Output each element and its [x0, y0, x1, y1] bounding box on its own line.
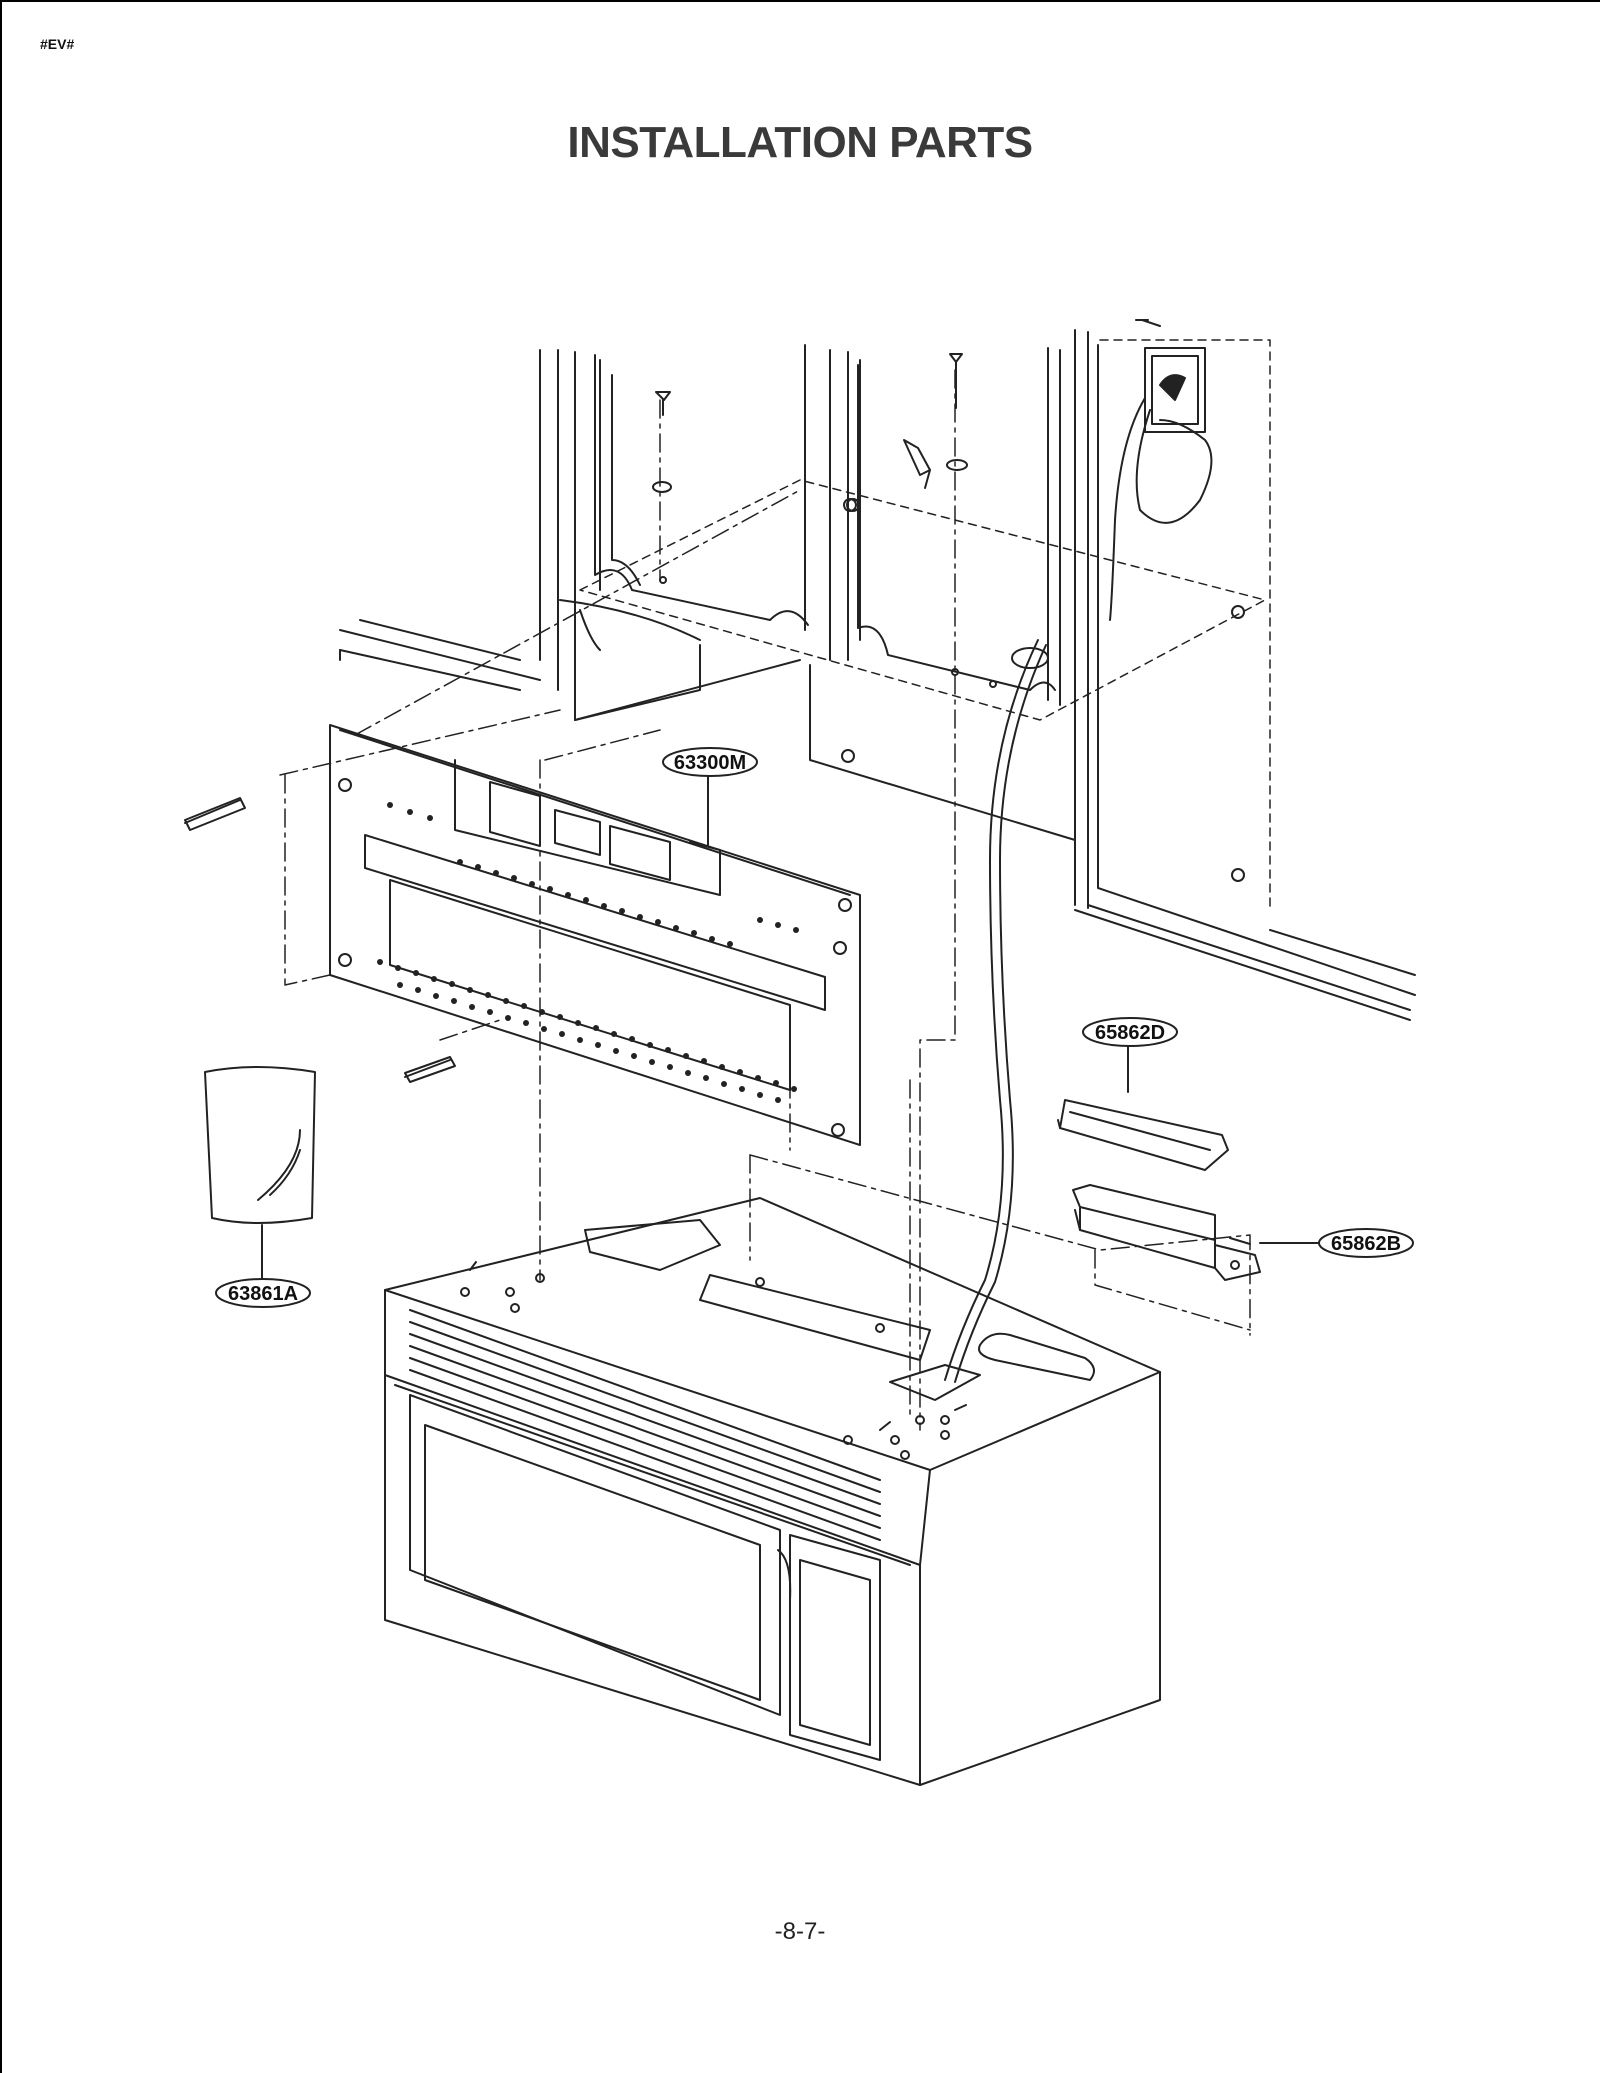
- page-border-top: [0, 0, 1600, 2]
- callout-65862D-label: 65862D: [1095, 1022, 1165, 1044]
- mounting-plate: [329, 724, 861, 1146]
- plate-holes: [377, 802, 799, 1103]
- callout-65862B: 65862B: [1318, 1228, 1414, 1258]
- power-cord: [944, 397, 1213, 1383]
- callout-63300M-label: 63300M: [674, 752, 746, 774]
- plate-screws: [184, 797, 456, 1083]
- page-number: -8-7-: [774, 1918, 826, 1945]
- callout-63300M: 63300M: [662, 747, 758, 777]
- page-border-left: [0, 0, 2, 2073]
- callout-65862B-label: 65862B: [1331, 1233, 1401, 1255]
- damper-box: [1072, 1184, 1261, 1281]
- wall-cabinets: [339, 329, 1416, 1021]
- callout-65862D: 65862D: [1082, 1017, 1178, 1047]
- wall-outlet: [1144, 347, 1206, 433]
- alignment-lines: [279, 369, 1251, 1431]
- callout-leaders: [261, 774, 1319, 1283]
- filter-bag: [204, 1066, 316, 1224]
- cabinet-floor-outline: [579, 339, 1271, 911]
- page-title: INSTALLATION PARTS: [567, 118, 1033, 167]
- callout-63861A: 63861A: [215, 1278, 311, 1308]
- microwave-oven: [384, 1197, 1161, 1786]
- callout-63861A-label: 63861A: [228, 1283, 298, 1305]
- top-fasteners: [652, 319, 1161, 512]
- damper-cover: [1057, 1099, 1229, 1171]
- document-code: #EV#: [40, 36, 75, 52]
